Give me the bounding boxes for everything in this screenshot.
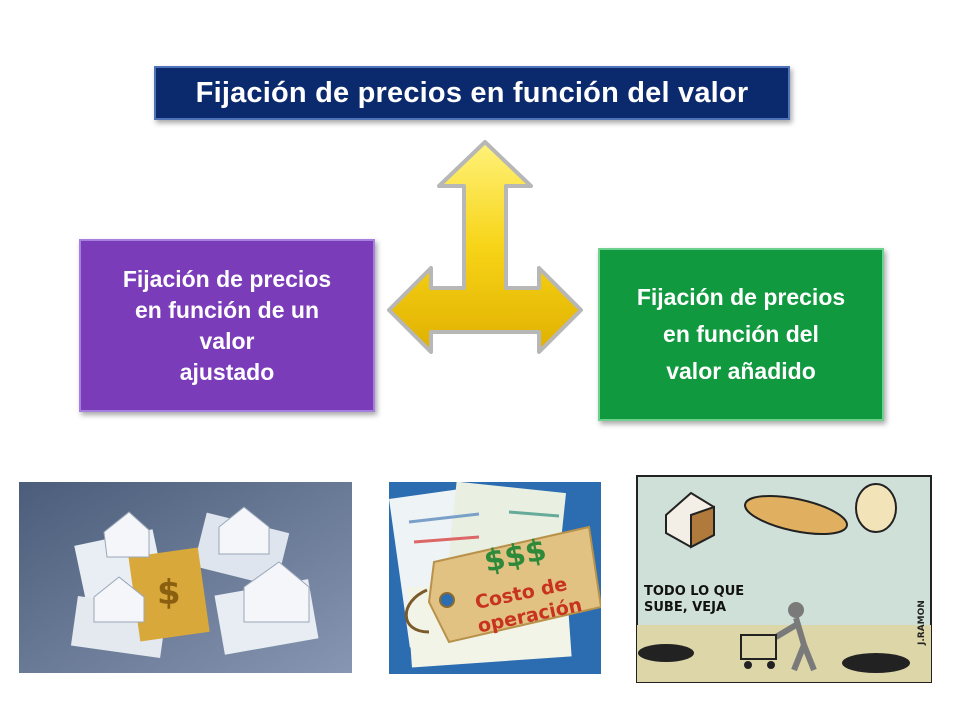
cartoon-image: TODO LO QUE SUBE, VEJA J.RAMON xyxy=(636,475,932,683)
added-value-text: Fijación de precios en función del valor… xyxy=(636,284,846,384)
svg-text:$: $ xyxy=(157,573,181,613)
three-way-arrow xyxy=(387,140,583,354)
added-value-box: Fijación de precios en función del valor… xyxy=(598,248,884,421)
cartoon-caption-line2: SUBE, VEJA xyxy=(644,600,726,615)
cartoon-caption-line1: TODO LO QUE xyxy=(644,584,744,599)
arrow-shape xyxy=(387,140,583,354)
puzzle-houses-image: $ xyxy=(19,482,352,673)
adjusted-value-box: Fijación de precios en función de un val… xyxy=(79,239,375,412)
adjusted-value-text: Fijación de precios en función de un val… xyxy=(122,265,332,385)
cartoon-signature: J.RAMON xyxy=(917,600,927,646)
title-box: Fijación de precios en función del valor xyxy=(154,66,790,120)
operating-cost-tag-image: $$$ Costo de operación xyxy=(389,482,601,674)
title-text: Fijación de precios en función del valor xyxy=(195,76,749,109)
